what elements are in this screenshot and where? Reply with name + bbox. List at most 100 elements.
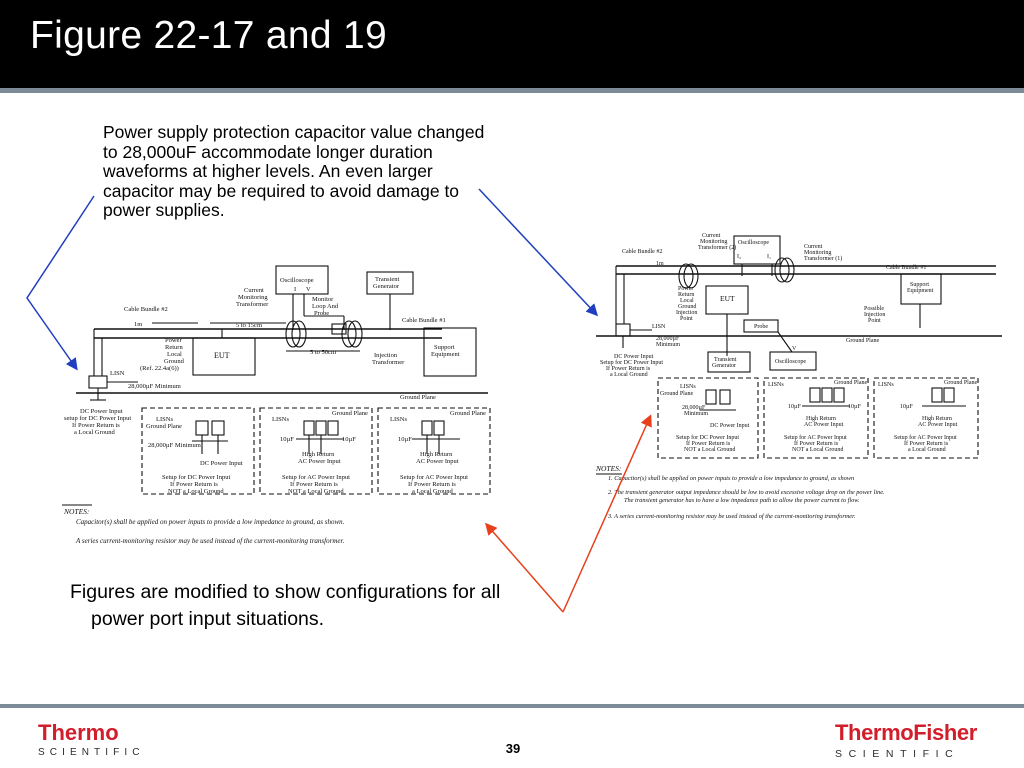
svg-text:2. The transient generator o: 2. The transient generator output impeda…: [608, 489, 885, 496]
svg-text:Possible: Possible: [864, 306, 884, 312]
svg-text:1m: 1m: [656, 261, 664, 267]
svg-text:Point: Point: [868, 318, 881, 324]
svg-text:Oscilloscope: Oscilloscope: [775, 359, 806, 365]
svg-text:Setup for DC Power Input: Setup for DC Power Input: [162, 474, 230, 481]
svg-text:High Return: High Return: [302, 451, 335, 458]
oscilloscope-box: [275, 265, 329, 295]
current-monitoring-transformer: [285, 320, 301, 348]
svg-text:a Local Ground: a Local Ground: [412, 488, 454, 495]
eut-label: EUT: [214, 351, 230, 360]
oscilloscope-box-2: [769, 351, 817, 371]
setup-box-ac-not-local: [763, 377, 869, 459]
svg-text:Setup for DC Power Input: Setup for DC Power Input: [600, 359, 663, 366]
svg-text:LISNs: LISNs: [878, 382, 894, 388]
setup-box-ac-local: [377, 407, 491, 495]
svg-text:Setup for AC Power Input: Setup for AC Power Input: [400, 474, 468, 481]
svg-text:3. A series current-monitori: 3. A series current-monitoring resistor …: [607, 513, 855, 520]
setup-box-ac-local: [873, 377, 979, 459]
current-monitoring-transformer-1: [774, 257, 790, 283]
svg-text:Capacitor(s) shall be applied: Capacitor(s) shall be applied on power i…: [76, 518, 345, 526]
svg-text:Local: Local: [167, 351, 182, 358]
svg-text:NOT a Local Ground: NOT a Local Ground: [684, 447, 735, 453]
svg-text:LISN: LISN: [110, 370, 125, 377]
svg-text:AC Power Input: AC Power Input: [804, 422, 844, 428]
svg-text:DC Power Input: DC Power Input: [200, 460, 243, 467]
svg-text:Return: Return: [678, 292, 694, 298]
svg-text:NOT a Local Ground: NOT a Local Ground: [288, 488, 344, 495]
support-equipment-box: [423, 327, 477, 377]
svg-text:High Return: High Return: [420, 451, 453, 458]
svg-text:Generator: Generator: [712, 363, 736, 369]
svg-text:NOT a Local Ground: NOT a Local Ground: [168, 488, 224, 495]
svg-text:10µF: 10µF: [900, 404, 913, 410]
page-number: 39: [505, 741, 521, 756]
text-figures-modified: Figures are modified to show configurati…: [70, 581, 501, 630]
svg-text:1. Capacitor(s) shall be app: 1. Capacitor(s) shall be applied on powe…: [608, 475, 854, 482]
svg-text:Support: Support: [910, 282, 929, 288]
svg-text:Injection: Injection: [676, 310, 697, 316]
svg-text:Power: Power: [165, 337, 182, 344]
svg-text:Loop And: Loop And: [312, 303, 339, 310]
svg-text:Monitoring: Monitoring: [700, 239, 727, 245]
svg-text:Power: Power: [678, 286, 693, 292]
oscilloscope-box: [733, 235, 781, 265]
svg-text:Transient: Transient: [714, 357, 737, 363]
svg-text:5 to 15cm: 5 to 15cm: [236, 322, 262, 329]
svg-text:NOTES:: NOTES:: [63, 507, 89, 516]
svg-text:Equipment: Equipment: [431, 351, 460, 358]
eut-box: [192, 337, 256, 376]
svg-text:If Power Return is: If Power Return is: [606, 365, 651, 372]
svg-text:I₁: I₁: [767, 254, 771, 260]
probe-box: [743, 319, 779, 333]
blue-arrow-left: [26, 195, 95, 371]
svg-text:Cable Bundle #2: Cable Bundle #2: [622, 249, 662, 255]
svg-text:Point: Point: [680, 316, 693, 322]
svg-text:Transformer: Transformer: [236, 301, 269, 308]
setup-box-dc: [141, 407, 255, 495]
svg-text:A series current-monitoring re: A series current-monitoring resistor may…: [75, 537, 344, 545]
svg-text:Transformer (1): Transformer (1): [804, 255, 842, 262]
svg-text:High Return: High Return: [806, 416, 836, 422]
transient-generator-box: [707, 351, 751, 373]
svg-text:Ground Plane: Ground Plane: [660, 391, 693, 397]
svg-text:AC Power Input: AC Power Input: [416, 458, 459, 465]
svg-text:LISNs: LISNs: [390, 416, 407, 423]
svg-text:AC Power Input: AC Power Input: [298, 458, 341, 465]
svg-text:If Power Return is: If Power Return is: [170, 481, 218, 488]
svg-text:Ground Plane: Ground Plane: [834, 380, 867, 386]
svg-text:10µF: 10µF: [280, 436, 294, 443]
text-capacitor-change: Power supply protection capacitor value …: [103, 122, 485, 220]
svg-text:Setup for AC Power Input: Setup for AC Power Input: [784, 434, 847, 441]
svg-text:10µF: 10µF: [398, 436, 412, 443]
thermo-scientific-logo: Thermo SCIENTIFIC: [38, 720, 145, 759]
svg-text:LISNs: LISNs: [768, 382, 784, 388]
svg-text:10µF: 10µF: [788, 404, 801, 410]
svg-text:Current: Current: [244, 287, 264, 294]
svg-text:28,000µF: 28,000µF: [682, 405, 706, 411]
svg-text:Ground Plane: Ground Plane: [846, 338, 879, 344]
svg-text:Setup for AC Power Input: Setup for AC Power Input: [282, 474, 350, 481]
svg-text:28,000µF Minimum: 28,000µF Minimum: [148, 442, 201, 449]
svg-text:Cable Bundle #1: Cable Bundle #1: [886, 265, 926, 271]
red-arrow-left: [485, 522, 564, 613]
svg-text:Probe: Probe: [754, 324, 768, 330]
support-equipment-box: [900, 273, 942, 305]
svg-text:a Local Ground: a Local Ground: [74, 429, 116, 436]
svg-text:Current: Current: [804, 244, 823, 250]
svg-text:5 to 50cm: 5 to 50cm: [310, 349, 336, 356]
svg-text:Probe: Probe: [314, 310, 329, 317]
svg-text:Cable Bundle #1: Cable Bundle #1: [402, 317, 446, 324]
svg-text:Return: Return: [165, 344, 183, 351]
svg-text:Generator: Generator: [373, 283, 400, 290]
figure-22-19-diagram: Oscilloscope I₂ I₁ Current Monitoring Tr…: [596, 228, 1002, 528]
svg-text:DC Power Input: DC Power Input: [80, 408, 123, 415]
svg-text:a Local Ground: a Local Ground: [610, 372, 648, 378]
svg-text:LISNs: LISNs: [156, 416, 173, 423]
svg-text:If Power Return is: If Power Return is: [904, 440, 949, 447]
svg-text:DC Power Input: DC Power Input: [614, 354, 654, 360]
red-arrow-right: [562, 414, 652, 613]
svg-text:a Local Ground: a Local Ground: [908, 447, 946, 453]
svg-text:I: I: [294, 286, 296, 293]
svg-text:Ground Plane: Ground Plane: [332, 410, 368, 417]
